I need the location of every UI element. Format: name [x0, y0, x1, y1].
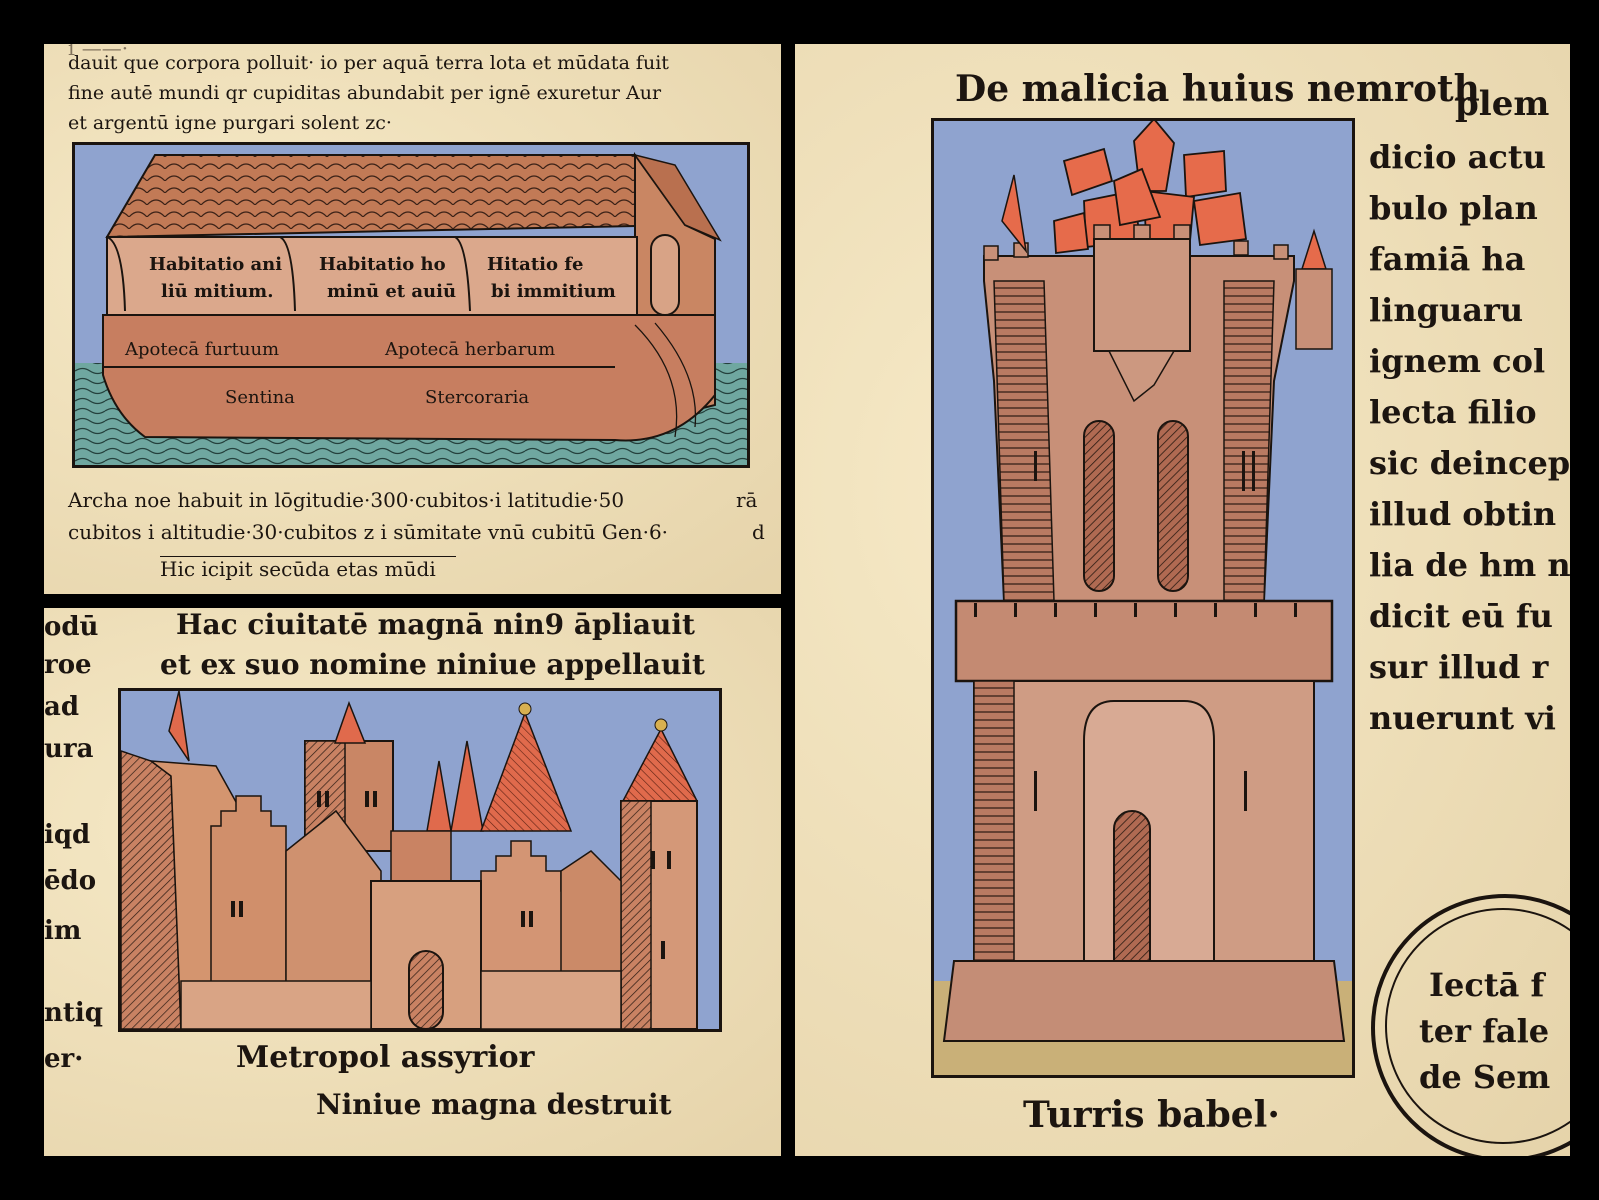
caption-line-2: cubitos i altitudie·30·cubitos z i sūmit… — [68, 520, 669, 544]
text-line: ignem col — [1369, 342, 1546, 380]
text-line: Iectā f — [1429, 966, 1545, 1004]
nineveh-page-panel: Hac ciuitatē magnā nin9 āpliauit et ex s… — [44, 608, 781, 1156]
nineveh-title-1: Hac ciuitatē magnā nin9 āpliauit — [176, 608, 695, 641]
text-line: lecta filio — [1369, 393, 1537, 431]
ark-page-panel: ſ ——· dauit que corpora polluit· io per … — [44, 44, 781, 594]
text-line: linguaru — [1369, 291, 1524, 329]
babel-right-text: dicio actu bulo plan famiā ha linguaru i… — [1369, 132, 1570, 744]
text-line: famiā ha — [1369, 240, 1526, 278]
text-line: dicit eū fu — [1369, 597, 1553, 635]
room2-label-2: minū et auiū — [327, 281, 456, 302]
margin-right-2: d — [752, 520, 765, 544]
text-line-1: dauit que corpora polluit· io per aquā t… — [68, 52, 669, 74]
margin-right-1: rā — [736, 488, 758, 512]
text-line: bulo plan — [1369, 189, 1538, 227]
bottom-label-2: Stercoraria — [425, 387, 529, 408]
ark-door — [650, 234, 680, 316]
text-line: dicio actu — [1369, 138, 1546, 176]
cut-text-line: ſ ——· — [68, 44, 129, 60]
nineveh-caption: Metropol assyrior — [236, 1040, 535, 1075]
margin-word: ura — [44, 734, 94, 764]
bottom-label-1: Sentina — [225, 387, 295, 408]
text-line: lia de hm n — [1369, 546, 1570, 584]
text-line-3: et argentū igne purgari solent zc· — [68, 112, 392, 134]
babel-woodcut — [931, 117, 1355, 1078]
margin-word: iqd — [44, 820, 91, 850]
text-line: nuerunt vi — [1369, 699, 1556, 737]
text-line: sur illud r — [1369, 648, 1549, 686]
gate-door — [408, 950, 444, 1030]
text-line: sic deincep — [1369, 444, 1570, 482]
room2-label: Habitatio ho — [319, 254, 446, 275]
margin-word: er· — [44, 1044, 84, 1074]
margin-word: im — [44, 916, 82, 946]
babel-caption: Turris babel· — [1023, 1094, 1280, 1136]
margin-word: odū — [44, 612, 99, 642]
nineveh-caption-2: Niniue magna destruit — [316, 1088, 672, 1121]
room1-label-2: liū mitium. — [161, 281, 273, 302]
text-line: ter fale — [1419, 1012, 1550, 1050]
ark-roof — [105, 154, 687, 239]
roundel-text: Iectā f ter fale de Sem — [1419, 962, 1550, 1100]
babel-title-cont: plem — [1455, 84, 1550, 124]
section-heading: Hic icipit secūda etas mūdi — [160, 556, 456, 581]
nineveh-woodcut — [118, 688, 722, 1032]
babel-page-panel: De malicia huius nemroth plem — [795, 44, 1570, 1156]
margin-word: ēdo — [44, 866, 97, 896]
text-line: illud obtin — [1369, 495, 1557, 533]
gallery — [954, 599, 1334, 683]
margin-word: ad — [44, 692, 80, 722]
room3-label-2: bi immitium — [491, 281, 616, 302]
nineveh-title-2: et ex suo nomine niniue appellauit — [160, 648, 705, 681]
margin-word: roe — [44, 650, 92, 680]
tower-door — [1113, 810, 1151, 980]
text-line-2: fine autē mundi qr cupiditas abundabit p… — [68, 82, 662, 104]
babel-title: De malicia huius nemroth — [955, 68, 1480, 110]
ark-woodcut: Habitatio ani liū mitium. Habitatio ho m… — [72, 142, 750, 468]
margin-word: ntiq — [44, 998, 103, 1028]
text-line: de Sem — [1419, 1058, 1551, 1096]
hull-label-2: Apotecā herbarum — [384, 339, 555, 360]
caption-line-1: Archa noe habuit in lōgitudie·300·cubito… — [68, 488, 625, 512]
ark-hull — [102, 314, 716, 442]
room1-label: Habitatio ani — [149, 254, 282, 275]
hull-label-1: Apotecā furtuum — [124, 339, 279, 360]
room3-label: Hitatio fe — [487, 254, 583, 275]
